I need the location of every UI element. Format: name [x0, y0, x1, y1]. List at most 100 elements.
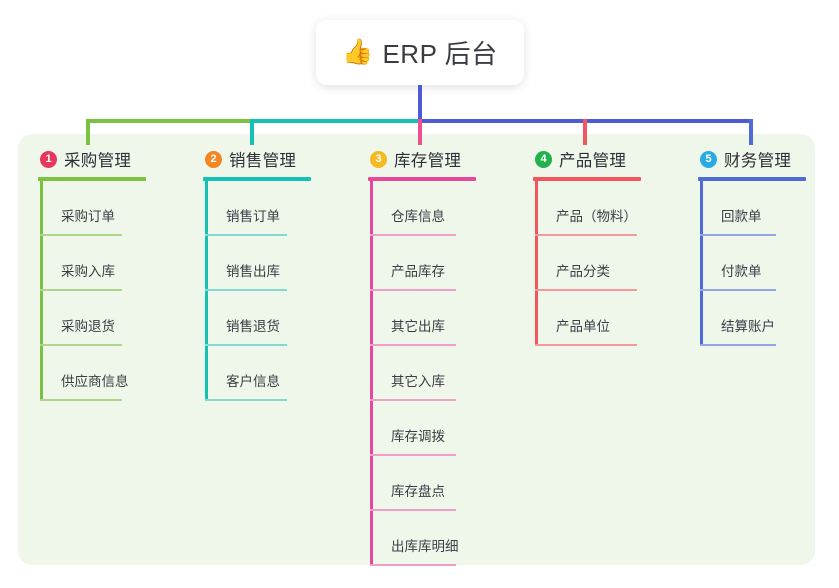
branch-item[interactable]: 出库库明细 [368, 511, 476, 566]
branch-item-underline [40, 234, 122, 236]
branch-item-underline [700, 289, 776, 291]
diagram-background-panel [18, 134, 815, 565]
branch-item[interactable]: 产品单位 [533, 291, 641, 346]
branch-title: 产品管理 [559, 152, 627, 170]
branch-item[interactable]: 仓库信息 [368, 181, 476, 236]
branch-item-underline [205, 289, 287, 291]
branch-item-list: 回款单付款单结算账户 [698, 181, 806, 346]
branch-item-label: 产品（物料） [556, 209, 637, 224]
branch-spine [370, 181, 373, 566]
branch-underline [203, 177, 311, 181]
branch-item-list: 销售订单销售出库销售退货客户信息 [203, 181, 311, 401]
branch-column-5: 5 财务管理回款单付款单结算账户 [698, 146, 806, 346]
branch-header-5[interactable]: 5 财务管理 [698, 146, 806, 172]
branch-title: 财务管理 [724, 152, 792, 170]
branch-item-underline [40, 289, 122, 291]
branch-item-label: 销售订单 [226, 209, 280, 224]
branch-column-3: 3 库存管理仓库信息产品库存其它出库其它入库库存调拨库存盘点出库库明细 [368, 146, 476, 566]
branch-underline [698, 177, 806, 181]
branch-item[interactable]: 采购退货 [38, 291, 146, 346]
branch-item-label: 仓库信息 [391, 209, 445, 224]
branch-item-label: 销售退货 [226, 319, 280, 334]
branch-item-underline [535, 344, 637, 346]
branch-item-underline [700, 234, 776, 236]
branch-item-label: 库存盘点 [391, 484, 445, 499]
branch-item[interactable]: 采购订单 [38, 181, 146, 236]
branch-item[interactable]: 产品（物料） [533, 181, 641, 236]
branch-item[interactable]: 结算账户 [698, 291, 806, 346]
branch-item-label: 供应商信息 [61, 374, 129, 389]
branch-header-4[interactable]: 4 产品管理 [533, 146, 641, 172]
branch-item-label: 结算账户 [721, 319, 775, 334]
root-node[interactable]: 👍 ERP 后台 [316, 20, 524, 85]
branch-item-label: 回款单 [721, 209, 762, 224]
branch-item-underline [370, 509, 456, 511]
branch-drop-connector-5 [749, 119, 753, 145]
branch-item-underline [700, 344, 776, 346]
branch-item[interactable]: 付款单 [698, 236, 806, 291]
branch-item[interactable]: 其它入库 [368, 346, 476, 401]
branch-underline [533, 177, 641, 181]
branch-item-label: 付款单 [721, 264, 762, 279]
branch-item-label: 库存调拨 [391, 429, 445, 444]
branch-item-underline [40, 344, 122, 346]
branch-underline [368, 177, 476, 181]
branch-item-underline [370, 344, 456, 346]
trunk-teal-segment [251, 119, 421, 123]
branch-item-underline [370, 399, 456, 401]
branch-item[interactable]: 回款单 [698, 181, 806, 236]
branch-item[interactable]: 采购入库 [38, 236, 146, 291]
thumbs-up-icon: 👍 [342, 38, 374, 66]
branch-title: 销售管理 [229, 152, 297, 170]
branch-item-underline [370, 454, 456, 456]
branch-item-underline [205, 399, 287, 401]
branch-item-underline [40, 399, 122, 401]
branch-drop-connector-2 [250, 119, 254, 145]
branch-item-list: 采购订单采购入库采购退货供应商信息 [38, 181, 146, 401]
branch-item-label: 客户信息 [226, 374, 280, 389]
branch-item[interactable]: 库存盘点 [368, 456, 476, 511]
branch-drop-connector-3 [418, 119, 422, 145]
branch-item-label: 采购退货 [61, 319, 115, 334]
branch-underline [38, 177, 146, 181]
branch-item-label: 产品库存 [391, 264, 445, 279]
branch-item[interactable]: 供应商信息 [38, 346, 146, 401]
branch-item[interactable]: 产品库存 [368, 236, 476, 291]
branch-drop-connector-1 [86, 119, 90, 145]
branch-drop-connector-4 [583, 119, 587, 145]
branch-number-badge: 3 [370, 150, 387, 168]
branch-spine [700, 181, 703, 346]
branch-header-3[interactable]: 3 库存管理 [368, 146, 476, 172]
branch-item-label: 出库库明细 [391, 539, 459, 554]
branch-item-underline [535, 289, 637, 291]
branch-item-underline [370, 234, 456, 236]
root-drop-connector [418, 85, 422, 123]
branch-spine [205, 181, 208, 401]
branch-item[interactable]: 销售订单 [203, 181, 311, 236]
branch-item-label: 采购入库 [61, 264, 115, 279]
branch-column-4: 4 产品管理产品（物料） 产品分类产品单位 [533, 146, 641, 346]
branch-item[interactable]: 销售退货 [203, 291, 311, 346]
branch-title: 库存管理 [394, 152, 462, 170]
branch-item-underline [370, 289, 456, 291]
branch-item[interactable]: 产品分类 [533, 236, 641, 291]
branch-item[interactable]: 库存调拨 [368, 401, 476, 456]
branch-number-badge: 5 [700, 150, 717, 168]
branch-item[interactable]: 客户信息 [203, 346, 311, 401]
branch-item-underline [205, 344, 287, 346]
branch-item-label: 产品分类 [556, 264, 610, 279]
branch-spine [535, 181, 538, 346]
branch-item-underline [370, 564, 456, 566]
branch-item[interactable]: 销售出库 [203, 236, 311, 291]
branch-item[interactable]: 其它出库 [368, 291, 476, 346]
branch-item-label: 销售出库 [226, 264, 280, 279]
branch-item-label: 其它出库 [391, 319, 445, 334]
branch-item-label: 采购订单 [61, 209, 115, 224]
branch-number-badge: 4 [535, 150, 552, 168]
trunk-green-segment [87, 119, 253, 123]
